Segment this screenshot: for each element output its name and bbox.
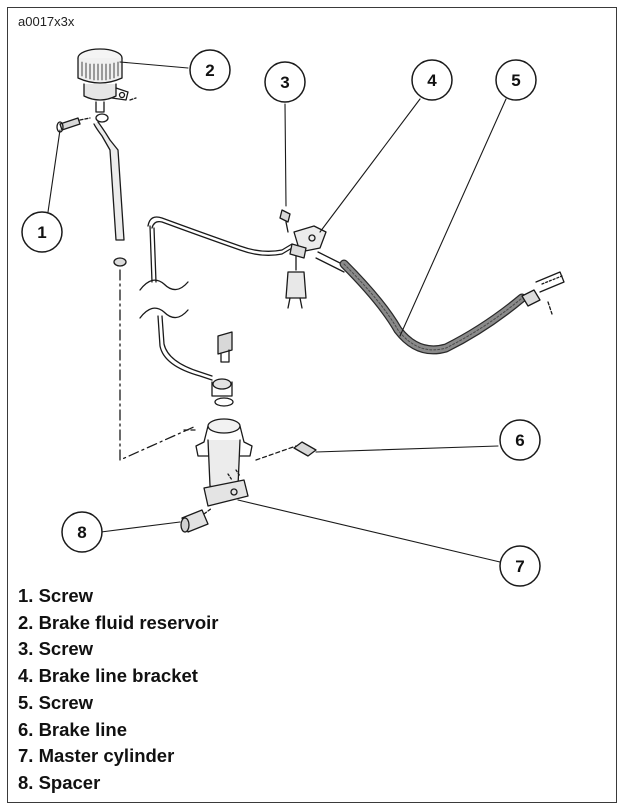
spacer-illustration bbox=[180, 507, 213, 533]
screw-6-illustration bbox=[255, 441, 317, 461]
callout-1-number: 1 bbox=[37, 223, 46, 242]
callout-5: 5 bbox=[495, 59, 537, 101]
callouts: 1 2 3 4 5 6 7 8 bbox=[21, 49, 541, 587]
callout-6: 6 bbox=[499, 419, 541, 461]
master-cylinder-illustration bbox=[183, 418, 253, 507]
brake-fluid-reservoir-illustration bbox=[77, 48, 137, 113]
callout-2-number: 2 bbox=[205, 61, 214, 80]
callout-3-number: 3 bbox=[280, 73, 289, 92]
callout-8-number: 8 bbox=[77, 523, 86, 542]
legend-item: 3. Screw bbox=[18, 638, 94, 660]
reservoir-centerline bbox=[119, 269, 197, 461]
banjo-bolt-illustration bbox=[211, 331, 234, 407]
callout-7-number: 7 bbox=[515, 557, 524, 576]
callout-5-number: 5 bbox=[511, 71, 520, 90]
legend-item: 1. Screw bbox=[18, 585, 94, 606]
brake-line-bracket-illustration bbox=[289, 225, 327, 259]
callout-1: 1 bbox=[21, 211, 63, 253]
legend-item: 6. Brake line bbox=[18, 718, 128, 740]
legend-item: 2. Brake fluid reservoir bbox=[18, 611, 219, 633]
leader-lines bbox=[47, 61, 507, 563]
callout-6-number: 6 bbox=[515, 431, 524, 450]
screw-3-illustration bbox=[279, 209, 291, 233]
callout-7: 7 bbox=[499, 545, 541, 587]
callout-3: 3 bbox=[264, 61, 306, 103]
callout-4: 4 bbox=[411, 59, 453, 101]
callout-2: 2 bbox=[189, 49, 231, 91]
flexible-hose-illustration bbox=[315, 251, 565, 355]
legend-item: 8. Spacer bbox=[18, 771, 101, 793]
callout-8: 8 bbox=[61, 511, 103, 553]
legend-item: 7. Master cylinder bbox=[18, 745, 175, 767]
callout-4-number: 4 bbox=[427, 71, 437, 90]
legend-item: 5. Screw bbox=[18, 691, 94, 713]
legend-item: 4. Brake line bracket bbox=[18, 665, 198, 687]
brake-switch-illustration bbox=[285, 255, 307, 309]
screw-1-illustration bbox=[56, 117, 91, 133]
reservoir-hose-illustration bbox=[93, 113, 127, 267]
parts-legend: 1. Screw 2. Brake fluid reservoir 3. Scr… bbox=[18, 583, 219, 797]
figure-id: a0017x3x bbox=[18, 14, 75, 29]
brake-line-pipe-illustration bbox=[139, 216, 293, 381]
